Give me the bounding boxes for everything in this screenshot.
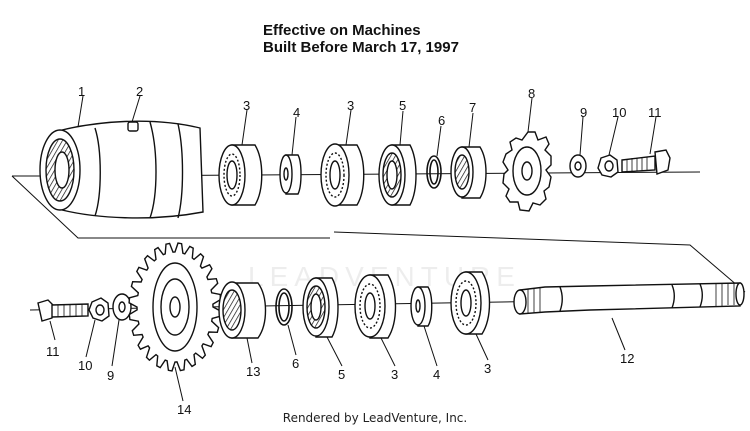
ring-part-6-bottom: [275, 288, 293, 326]
callout-14: 14: [177, 402, 191, 417]
shaft-part-12: [513, 282, 745, 315]
leader-lines: [49, 95, 657, 402]
washer-part-9-top: [569, 154, 587, 178]
callout-5-top: 5: [399, 98, 406, 113]
callout-11-top: 11: [648, 105, 662, 120]
spacer-part-4-top: [279, 154, 302, 195]
diagram-title-line-2: Built Before March 17, 1997: [263, 39, 459, 56]
callout-8: 8: [528, 86, 535, 101]
bearing-part-3-top-a: [218, 144, 263, 206]
callout-6-bottom: 6: [292, 356, 299, 371]
callout-10-top: 10: [612, 105, 626, 120]
callout-11-bottom: 11: [46, 344, 60, 359]
sprocket-part-14: [128, 242, 222, 372]
bearing-part-3-bottom-a: [354, 274, 397, 339]
callout-7: 7: [469, 100, 476, 115]
callout-6-top: 6: [438, 113, 445, 128]
diagram-title-line-1: Effective on Machines: [263, 22, 421, 39]
callout-12: 12: [620, 351, 634, 366]
callout-4-top: 4: [293, 105, 300, 120]
housing-part-1: [39, 120, 204, 219]
callout-3-top-b: 3: [347, 98, 354, 113]
nut-part-10-top: [597, 154, 619, 178]
bushing-part-7: [450, 146, 487, 199]
callout-3-top-a: 3: [243, 98, 250, 113]
ring-part-6-top: [426, 155, 442, 189]
callout-10-bottom: 10: [78, 358, 92, 373]
footer-credit: Rendered by LeadVenture, Inc.: [282, 411, 468, 425]
callout-5-bottom: 5: [338, 367, 345, 382]
bolt-part-11-top: [621, 149, 671, 175]
bolt-part-11-bottom: [37, 299, 89, 322]
sprocket-part-8: [502, 131, 552, 212]
spacer-part-4-bottom: [410, 286, 433, 327]
callout-1: 1: [78, 84, 85, 99]
callout-3-bottom-a: 3: [391, 367, 398, 382]
nut-part-10-bottom: [88, 297, 110, 322]
washer-part-9-bottom: [112, 293, 132, 321]
callout-9-top: 9: [580, 105, 587, 120]
bushing-part-13: [218, 281, 267, 339]
callout-4-bottom: 4: [433, 367, 440, 382]
seal-part-5-bottom: [302, 277, 339, 338]
callout-numbers: 1 2 3 4 3 5 6 7 8 9 10 11 11 10 9 14 13 …: [46, 84, 662, 417]
seal-part-5-top: [378, 144, 417, 206]
callout-2: 2: [136, 84, 143, 99]
callout-13: 13: [246, 364, 260, 379]
callout-3-bottom-b: 3: [484, 361, 491, 376]
bearing-part-3-top-b: [320, 143, 365, 207]
bearing-part-3-bottom-b: [450, 271, 491, 335]
callout-9-bottom: 9: [107, 368, 114, 383]
